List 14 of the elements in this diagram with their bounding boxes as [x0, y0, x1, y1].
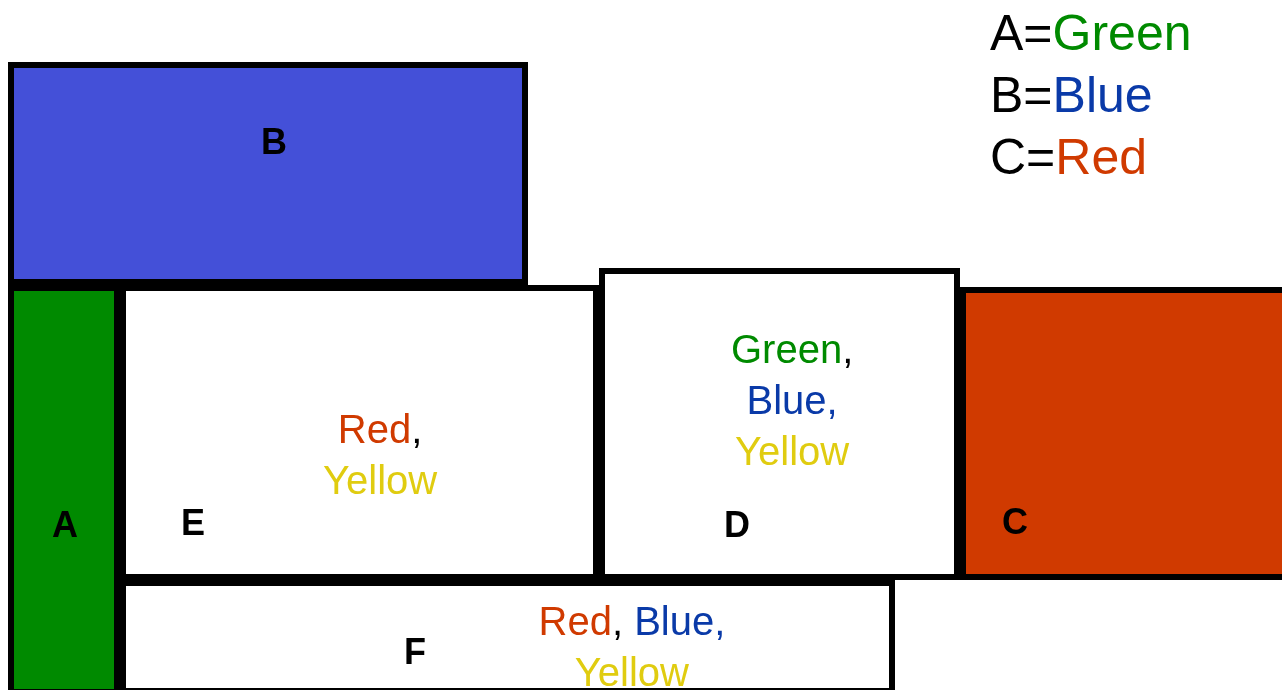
- region-letter: F: [404, 631, 426, 673]
- region-letter: A: [52, 504, 78, 546]
- region-letter: E: [181, 502, 205, 544]
- legend-entry: C=Red: [990, 128, 1148, 187]
- color-list: Red, Yellow: [323, 404, 438, 506]
- region-letter: D: [724, 504, 750, 546]
- color-list: Red, Blue, Yellow: [538, 596, 726, 690]
- legend-entry: A=Green: [990, 4, 1192, 63]
- region-letter: C: [1002, 501, 1028, 543]
- map-region: [8, 62, 528, 285]
- map-region: [960, 287, 1282, 580]
- legend-entry: B=Blue: [990, 66, 1153, 125]
- color-list: Green, Blue, Yellow: [731, 324, 854, 477]
- region-letter: B: [261, 121, 287, 163]
